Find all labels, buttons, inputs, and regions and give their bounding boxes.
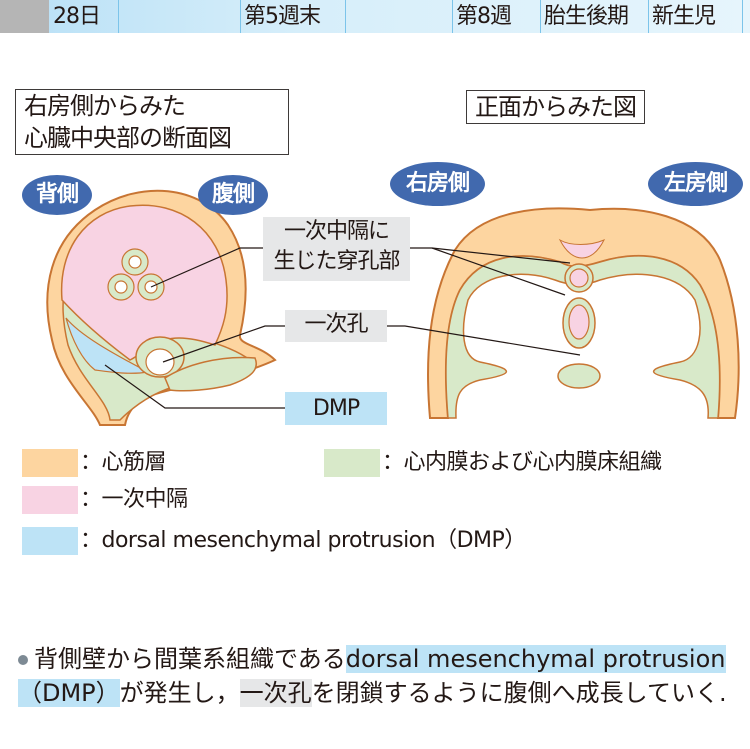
right-upper-perforation [569,268,589,288]
pill-ventral: 腹側 [198,175,268,215]
timeline-divider [452,0,453,33]
right-cushion [557,363,601,389]
timeline-cell-week8: 第8週 [456,4,512,29]
legend-swatch-septum [22,486,78,514]
callout-perforations-line2: 生じた穿孔部 [273,249,400,274]
right-lower-perforation [568,304,590,340]
perforation-hole [114,280,128,294]
timeline-divider [648,0,649,33]
timeline-bar: 28日 第5週末 第8週 胎生後期 新生児 [0,0,750,33]
note-text-1: 背側壁から間葉系組織である [34,645,346,673]
leader-line-perforation-right2 [431,247,566,296]
perforation-hole [128,255,142,269]
legend-label-endocardium: ：心内膜および心内膜床組織 [382,450,662,475]
left-panel-title-line1: 右房側からみた [24,92,186,120]
legend-swatch-myocardium [22,449,78,477]
note-highlight-ostium: 一次孔 [239,679,312,707]
note-text-3: を閉鎖するように腹側へ成長していく. [311,679,727,707]
left-ostium-primum [145,348,175,376]
timeline-divider [345,0,346,33]
right-panel-title: 正面からみた図 [466,90,645,124]
callout-perforations: 一次中隔に 生じた穿孔部 [263,217,410,281]
legend-swatch-dmp [22,527,78,555]
timeline-divider [540,0,541,33]
legend-swatch-endocardium [324,449,380,477]
timeline-cell-week5: 第5週末 [244,4,321,29]
left-panel-title-line2: 心臓中央部の断面図 [24,124,232,152]
perforation-rings [107,248,165,301]
left-panel-title: 右房側からみた 心臓中央部の断面図 [15,89,289,155]
right-frontal-view [427,207,740,419]
right-septum-top [558,238,606,259]
left-cross-section [46,189,277,426]
note-text-2: が発生し， [119,679,240,707]
legend-label-dmp: ：dorsal mesenchymal protrusion（DMP） [80,528,526,553]
pill-right-atrium: 右房側 [390,162,485,206]
pill-dorsal: 背側 [22,175,92,215]
timeline-divider [742,0,743,33]
timeline-divider [118,0,119,33]
left-ventral-cushion [164,356,257,392]
leader-line-perforation-left [150,247,263,288]
timeline-cell-28days: 28日 [53,4,101,29]
bullet-icon [18,655,28,665]
leader-lines [104,247,581,409]
legend-label-myocardium: ：心筋層 [80,450,167,475]
left-dmp [65,317,150,374]
timeline-cell-late-fetal: 胎生後期 [544,4,629,29]
timeline-divider [240,0,241,33]
leader-line-ostium-left [162,325,285,363]
leader-line-ostium-right [387,325,581,356]
timeline-gray-block [0,0,49,33]
callout-perforations-line1: 一次中隔に [283,219,390,244]
callout-dmp: DMP [285,392,387,425]
explanation-note: 背側壁から間葉系組織であるdorsal mesenchymal protrusi… [18,642,738,710]
timeline-cell-newborn: 新生児 [652,4,716,29]
pill-left-atrium: 左房側 [648,162,743,206]
legend-label-septum: ：一次中隔 [80,487,188,512]
callout-ostium-primum: 一次孔 [285,310,387,342]
leader-line-dmp [104,364,285,409]
